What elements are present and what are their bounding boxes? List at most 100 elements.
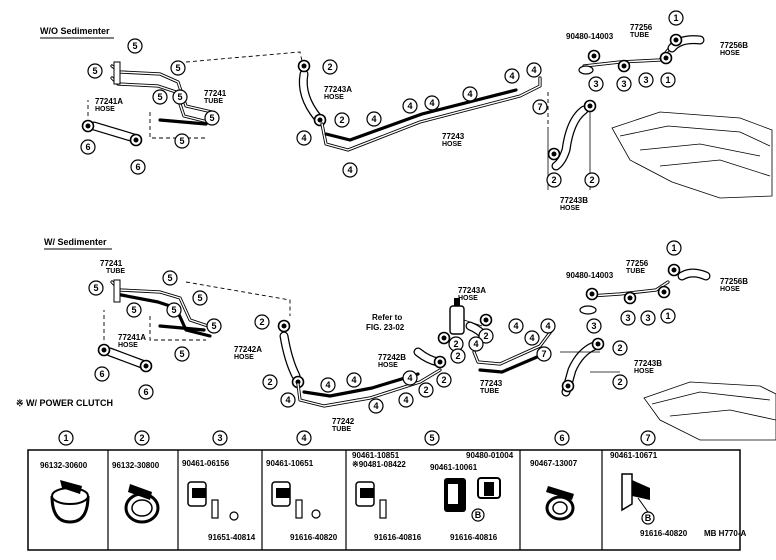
callout-4: 4 xyxy=(462,86,478,102)
callout-4: 4 xyxy=(366,111,382,127)
callout-1: 1 xyxy=(666,240,682,256)
part-90480-01004: 90480-01004 xyxy=(466,451,514,460)
svg-text:1: 1 xyxy=(665,311,670,321)
callout-2: 2 xyxy=(436,372,452,388)
callout-4: 4 xyxy=(342,162,358,178)
svg-text:4: 4 xyxy=(529,333,534,343)
clip-5-icon xyxy=(355,477,501,519)
callout-5: 5 xyxy=(88,280,104,296)
svg-text:2: 2 xyxy=(483,331,488,341)
svg-text:2: 2 xyxy=(551,175,556,185)
svg-text:6: 6 xyxy=(85,142,90,152)
legend-header-2: 2 xyxy=(134,430,150,446)
label-77242b-hose-bottom: HOSE xyxy=(378,362,398,369)
part-90467-13007: 90467-13007 xyxy=(530,459,578,468)
callout-2: 2 xyxy=(322,59,338,75)
part-90461-10061: 90461-10061 xyxy=(430,463,478,472)
label-77243-bottom: 77243 xyxy=(480,379,503,388)
svg-text:5: 5 xyxy=(171,305,176,315)
callout-5: 5 xyxy=(172,89,188,105)
svg-text:2: 2 xyxy=(617,377,622,387)
svg-text:5: 5 xyxy=(175,63,180,73)
callout-6: 6 xyxy=(80,139,96,155)
svg-text:4: 4 xyxy=(351,375,356,385)
callout-7: 7 xyxy=(532,99,548,115)
svg-text:5: 5 xyxy=(157,92,162,102)
svg-text:1: 1 xyxy=(673,13,678,23)
svg-text:7: 7 xyxy=(537,102,542,112)
part-90461-06156: 90461-06156 xyxy=(182,459,230,468)
svg-text:4: 4 xyxy=(301,433,306,443)
svg-text:7: 7 xyxy=(645,433,650,443)
callout-3: 3 xyxy=(588,76,604,92)
svg-text:2: 2 xyxy=(327,62,332,72)
label-77243-tube-bottom: TUBE xyxy=(480,388,499,395)
part-96132-30800: 96132-30800 xyxy=(112,461,160,470)
svg-text:4: 4 xyxy=(407,373,412,383)
svg-text:5: 5 xyxy=(179,136,184,146)
svg-text:4: 4 xyxy=(325,380,330,390)
callout-2: 2 xyxy=(448,336,464,352)
svg-text:1: 1 xyxy=(665,75,670,85)
callout-5: 5 xyxy=(204,110,220,126)
callout-2: 2 xyxy=(546,172,562,188)
callout-3: 3 xyxy=(638,72,654,88)
label-77256b-top: 77256B xyxy=(720,41,748,50)
callout-4: 4 xyxy=(346,372,362,388)
svg-text:5: 5 xyxy=(179,349,184,359)
callout-3: 3 xyxy=(586,318,602,334)
clamp-6-icon xyxy=(545,486,575,521)
svg-text:4: 4 xyxy=(545,321,550,331)
label-77243b-bottom: 77243B xyxy=(634,359,662,368)
svg-text:4: 4 xyxy=(301,133,306,143)
callout-4: 4 xyxy=(296,130,312,146)
legend-header-6: 6 xyxy=(554,430,570,446)
callout-3: 3 xyxy=(620,310,636,326)
svg-text:4: 4 xyxy=(513,321,518,331)
callout-2: 2 xyxy=(584,172,600,188)
callouts-bottom: 5 5 5 5 5 5 5 6 6 2 2 4 4 4 4 4 4 2 2 2 … xyxy=(88,240,682,414)
callout-4: 4 xyxy=(402,98,418,114)
callout-5: 5 xyxy=(174,133,190,149)
label-77242a-bottom: 77242A xyxy=(234,345,262,354)
label-77243a-bottom: 77243A xyxy=(458,286,486,295)
label-90480-bottom: 90480-14003 xyxy=(566,271,614,280)
label-77241-tube-bottom: TUBE xyxy=(106,268,125,275)
clip-4-icon xyxy=(271,481,321,519)
callout-2: 2 xyxy=(612,374,628,390)
callout-5: 5 xyxy=(192,290,208,306)
svg-text:2: 2 xyxy=(259,317,264,327)
refer-fig-label: FIG. 23-02 xyxy=(366,323,405,332)
callout-5: 5 xyxy=(206,318,222,334)
tube-77256-top xyxy=(578,33,705,75)
part-91616-40816-a: 91616-40816 xyxy=(374,533,422,542)
svg-text:6: 6 xyxy=(99,369,104,379)
part-91616-40820-b: 91616-40820 xyxy=(640,529,688,538)
callout-6: 6 xyxy=(130,159,146,175)
label-77256-bottom: 77256 xyxy=(626,259,649,268)
svg-text:4: 4 xyxy=(373,401,378,411)
label-77243-hose-top: HOSE xyxy=(442,141,462,148)
label-77242a-hose-bottom: HOSE xyxy=(234,354,254,361)
part-91616-40816-b: 91616-40816 xyxy=(450,533,498,542)
label-77241-tube-top: TUBE xyxy=(204,98,223,105)
svg-text:4: 4 xyxy=(347,165,352,175)
svg-text:2: 2 xyxy=(455,351,460,361)
svg-text:5: 5 xyxy=(93,283,98,293)
callout-4: 4 xyxy=(402,370,418,386)
label-77241-top: 77241 xyxy=(204,89,227,98)
svg-text:5: 5 xyxy=(197,293,202,303)
label-77241a-hose-top: HOSE xyxy=(95,106,115,113)
callout-5: 5 xyxy=(174,346,190,362)
label-77243a-hose-bottom: HOSE xyxy=(458,295,478,302)
callout-4: 4 xyxy=(280,392,296,408)
refer-to-label: Refer to xyxy=(372,313,402,322)
callout-4: 4 xyxy=(320,377,336,393)
svg-text:5: 5 xyxy=(131,305,136,315)
callout-5: 5 xyxy=(87,63,103,79)
callout-4: 4 xyxy=(540,318,556,334)
svg-text:4: 4 xyxy=(467,89,472,99)
callout-2: 2 xyxy=(334,112,350,128)
callout-7: 7 xyxy=(536,346,552,362)
callout-5: 5 xyxy=(126,302,142,318)
